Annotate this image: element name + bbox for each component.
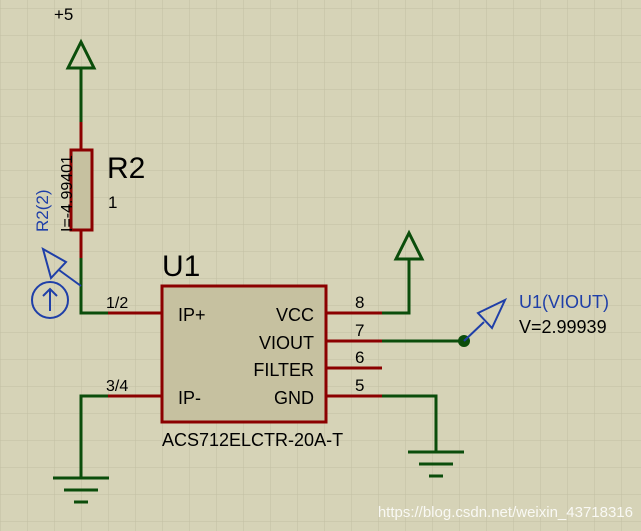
pin-ip-minus[interactable]: 3/4 IP-: [106, 378, 201, 408]
pin-name: IP-: [178, 388, 201, 408]
pin-name: VCC: [276, 305, 314, 325]
pin-name: VIOUT: [259, 333, 314, 353]
pin-vcc[interactable]: 8 VCC: [276, 293, 382, 325]
current-reading: I=-4.99401: [59, 155, 76, 232]
pin-number: 6: [355, 348, 364, 367]
chip-body: [160, 284, 328, 424]
ammeter-probe-icon: [31, 281, 69, 319]
wire-r2-to-ip-plus: [79, 258, 108, 315]
chip-part-number: ACS712ELCTR-20A-T: [162, 430, 343, 450]
ground-icon: [408, 450, 464, 478]
voltage-probe-icon: [476, 297, 508, 330]
voltage-probe-label: U1(VIOUT): [519, 292, 609, 312]
voltage-probe[interactable]: U1(VIOUT) V=2.99939: [382, 292, 609, 347]
power-terminal-top[interactable]: +5: [54, 5, 97, 122]
resistor-ref: R2: [107, 152, 145, 185]
pin-viout[interactable]: 7 VIOUT: [259, 321, 382, 353]
pin-gnd[interactable]: 5 GND: [274, 376, 382, 408]
pin-number: 8: [355, 293, 364, 312]
gnd-wire-left: [79, 394, 108, 478]
gnd-wire-right: [382, 394, 438, 452]
watermark: https://blog.csdn.net/weixin_43718316: [378, 504, 633, 521]
power-terminal-vcc[interactable]: [382, 229, 425, 315]
pin-ip-plus[interactable]: 1/2 IP+: [106, 295, 206, 325]
current-probe-label: R2(2): [33, 189, 52, 232]
current-probe[interactable]: R2(2): [31, 189, 82, 319]
vcc-wire: [382, 260, 411, 315]
vcc-arrow-icon: [393, 229, 425, 261]
pin-number: 7: [355, 321, 364, 340]
ground-icon: [53, 476, 109, 504]
pin-name: GND: [274, 388, 314, 408]
resistor-r2[interactable]: R2 1 I=-4.99401: [59, 122, 145, 258]
pin-number: 3/4: [106, 378, 128, 395]
ground-terminal-right[interactable]: [382, 394, 464, 478]
pin-name: FILTER: [253, 360, 314, 380]
pin-number: 1/2: [106, 295, 128, 312]
voltage-probe-reading: V=2.99939: [519, 317, 607, 337]
chip-u1[interactable]: U1 1/2 IP+ 3/4 IP- 8 VCC 7 VIOUT 6 FILTE…: [106, 250, 382, 450]
resistor-value: 1: [108, 193, 117, 212]
current-probe-stem: [58, 269, 82, 287]
pin-filter[interactable]: 6 FILTER: [253, 348, 382, 380]
power-label: +5: [54, 5, 73, 24]
pin-name: IP+: [178, 305, 206, 325]
voltage-probe-stem: [463, 321, 485, 342]
chip-ref: U1: [162, 250, 200, 283]
current-probe-arrow-icon: [41, 246, 68, 280]
ground-terminal-left[interactable]: [53, 394, 109, 504]
pin-number: 5: [355, 376, 364, 395]
